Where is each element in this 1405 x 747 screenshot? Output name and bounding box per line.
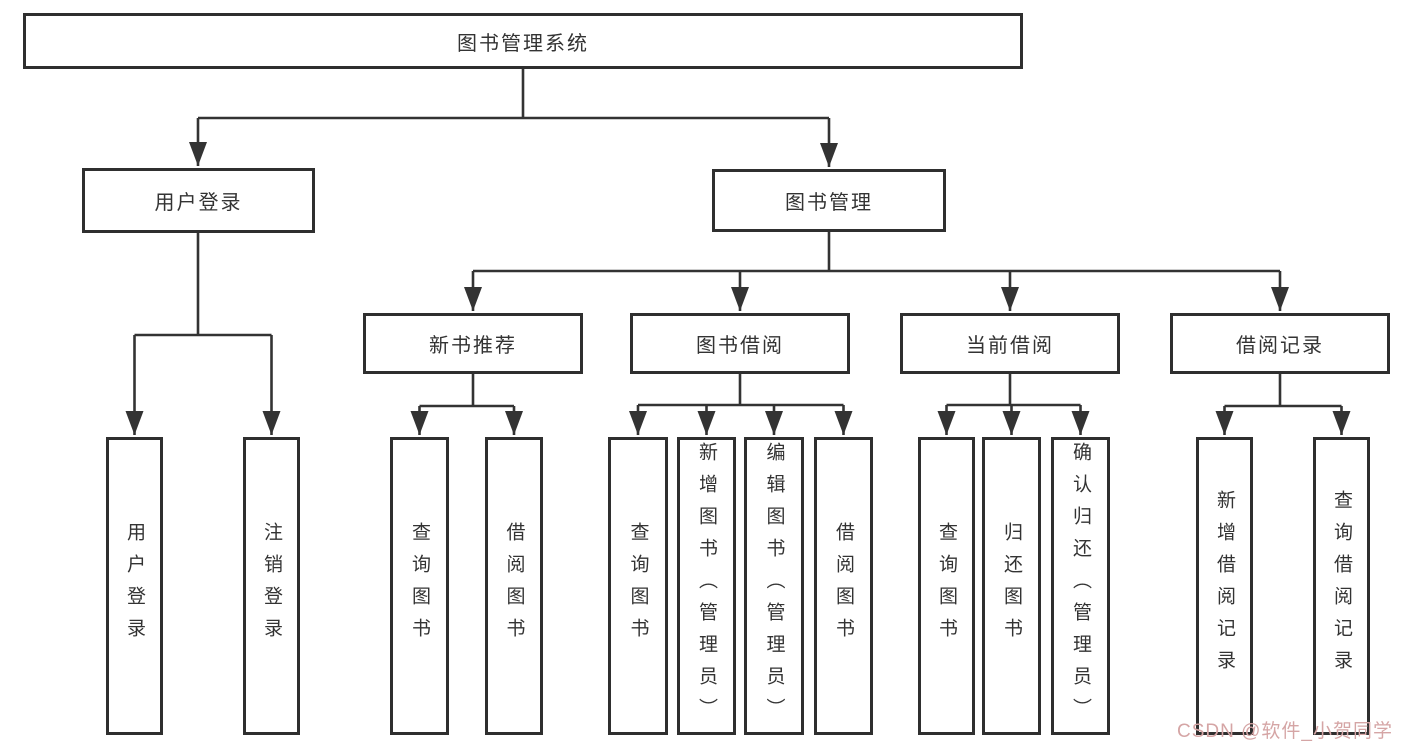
node-current-borrowing: 当前借阅 bbox=[900, 313, 1120, 374]
node-book-management: 图书管理 bbox=[712, 169, 946, 232]
node-book-borrowing-label: 图书借阅 bbox=[696, 335, 784, 357]
leaf-cb-return-books-label: 归还图书 bbox=[1001, 522, 1022, 650]
leaf-bb-add-books-admin-label: 新增图书（管理员） bbox=[696, 442, 717, 730]
node-user-login-label: 用户登录 bbox=[154, 192, 243, 214]
leaf-nbr-query-books-label: 查询图书 bbox=[409, 522, 430, 650]
node-borrowing-records: 借阅记录 bbox=[1170, 313, 1390, 374]
node-current-borrowing-label: 当前借阅 bbox=[966, 335, 1054, 357]
connector-userlogin-group bbox=[125, 233, 281, 435]
leaf-bb-add-books-admin: 新增图书（管理员） bbox=[677, 437, 736, 735]
node-root: 图书管理系统 bbox=[23, 13, 1023, 69]
leaf-br-query-record-label: 查询借阅记录 bbox=[1331, 490, 1352, 682]
leaf-cb-confirm-return-admin: 确认归还（管理员） bbox=[1051, 437, 1110, 735]
node-user-login: 用户登录 bbox=[82, 168, 315, 233]
leaf-br-query-record: 查询借阅记录 bbox=[1313, 437, 1370, 735]
connector-borrowrecords-group bbox=[1215, 374, 1351, 435]
leaf-user-login: 用户登录 bbox=[106, 437, 163, 735]
leaf-bb-edit-books-admin: 编辑图书（管理员） bbox=[744, 437, 804, 735]
leaf-br-add-record: 新增借阅记录 bbox=[1196, 437, 1253, 735]
leaf-bb-borrow-books-label: 借阅图书 bbox=[833, 522, 854, 650]
connector-root-to-level2 bbox=[189, 69, 838, 167]
node-book-borrowing: 图书借阅 bbox=[630, 313, 850, 374]
leaf-logout: 注销登录 bbox=[243, 437, 300, 735]
leaf-cb-return-books: 归还图书 bbox=[982, 437, 1041, 735]
leaf-bb-edit-books-admin-label: 编辑图书（管理员） bbox=[763, 442, 785, 730]
leaf-bb-query-books: 查询图书 bbox=[608, 437, 668, 735]
node-borrowing-records-label: 借阅记录 bbox=[1236, 335, 1324, 357]
leaf-bb-query-books-label: 查询图书 bbox=[627, 522, 649, 650]
node-new-book-recommend-label: 新书推荐 bbox=[429, 335, 517, 357]
connector-bookborrow-group bbox=[629, 374, 853, 435]
connector-currentborrow-group bbox=[937, 374, 1090, 435]
leaf-user-login-label: 用户登录 bbox=[124, 522, 145, 650]
node-book-management-label: 图书管理 bbox=[785, 192, 873, 214]
connector-bookmgmt-to-level3 bbox=[464, 232, 1289, 311]
leaf-cb-query-books: 查询图书 bbox=[918, 437, 975, 735]
csdn-watermark: CSDN @软件_小贺同学 bbox=[1177, 721, 1393, 742]
node-new-book-recommend: 新书推荐 bbox=[363, 313, 583, 374]
leaf-br-add-record-label: 新增借阅记录 bbox=[1214, 490, 1235, 682]
leaf-nbr-query-books: 查询图书 bbox=[390, 437, 449, 735]
leaf-nbr-borrow-books: 借阅图书 bbox=[485, 437, 543, 735]
leaf-nbr-borrow-books-label: 借阅图书 bbox=[503, 522, 525, 650]
leaf-cb-query-books-label: 查询图书 bbox=[936, 522, 957, 650]
leaf-bb-borrow-books: 借阅图书 bbox=[814, 437, 873, 735]
node-root-label: 图书管理系统 bbox=[457, 32, 589, 55]
leaf-cb-confirm-return-admin-label: 确认归还（管理员） bbox=[1070, 442, 1091, 730]
connector-newbookrec-group bbox=[410, 374, 523, 435]
leaf-logout-label: 注销登录 bbox=[261, 522, 282, 650]
